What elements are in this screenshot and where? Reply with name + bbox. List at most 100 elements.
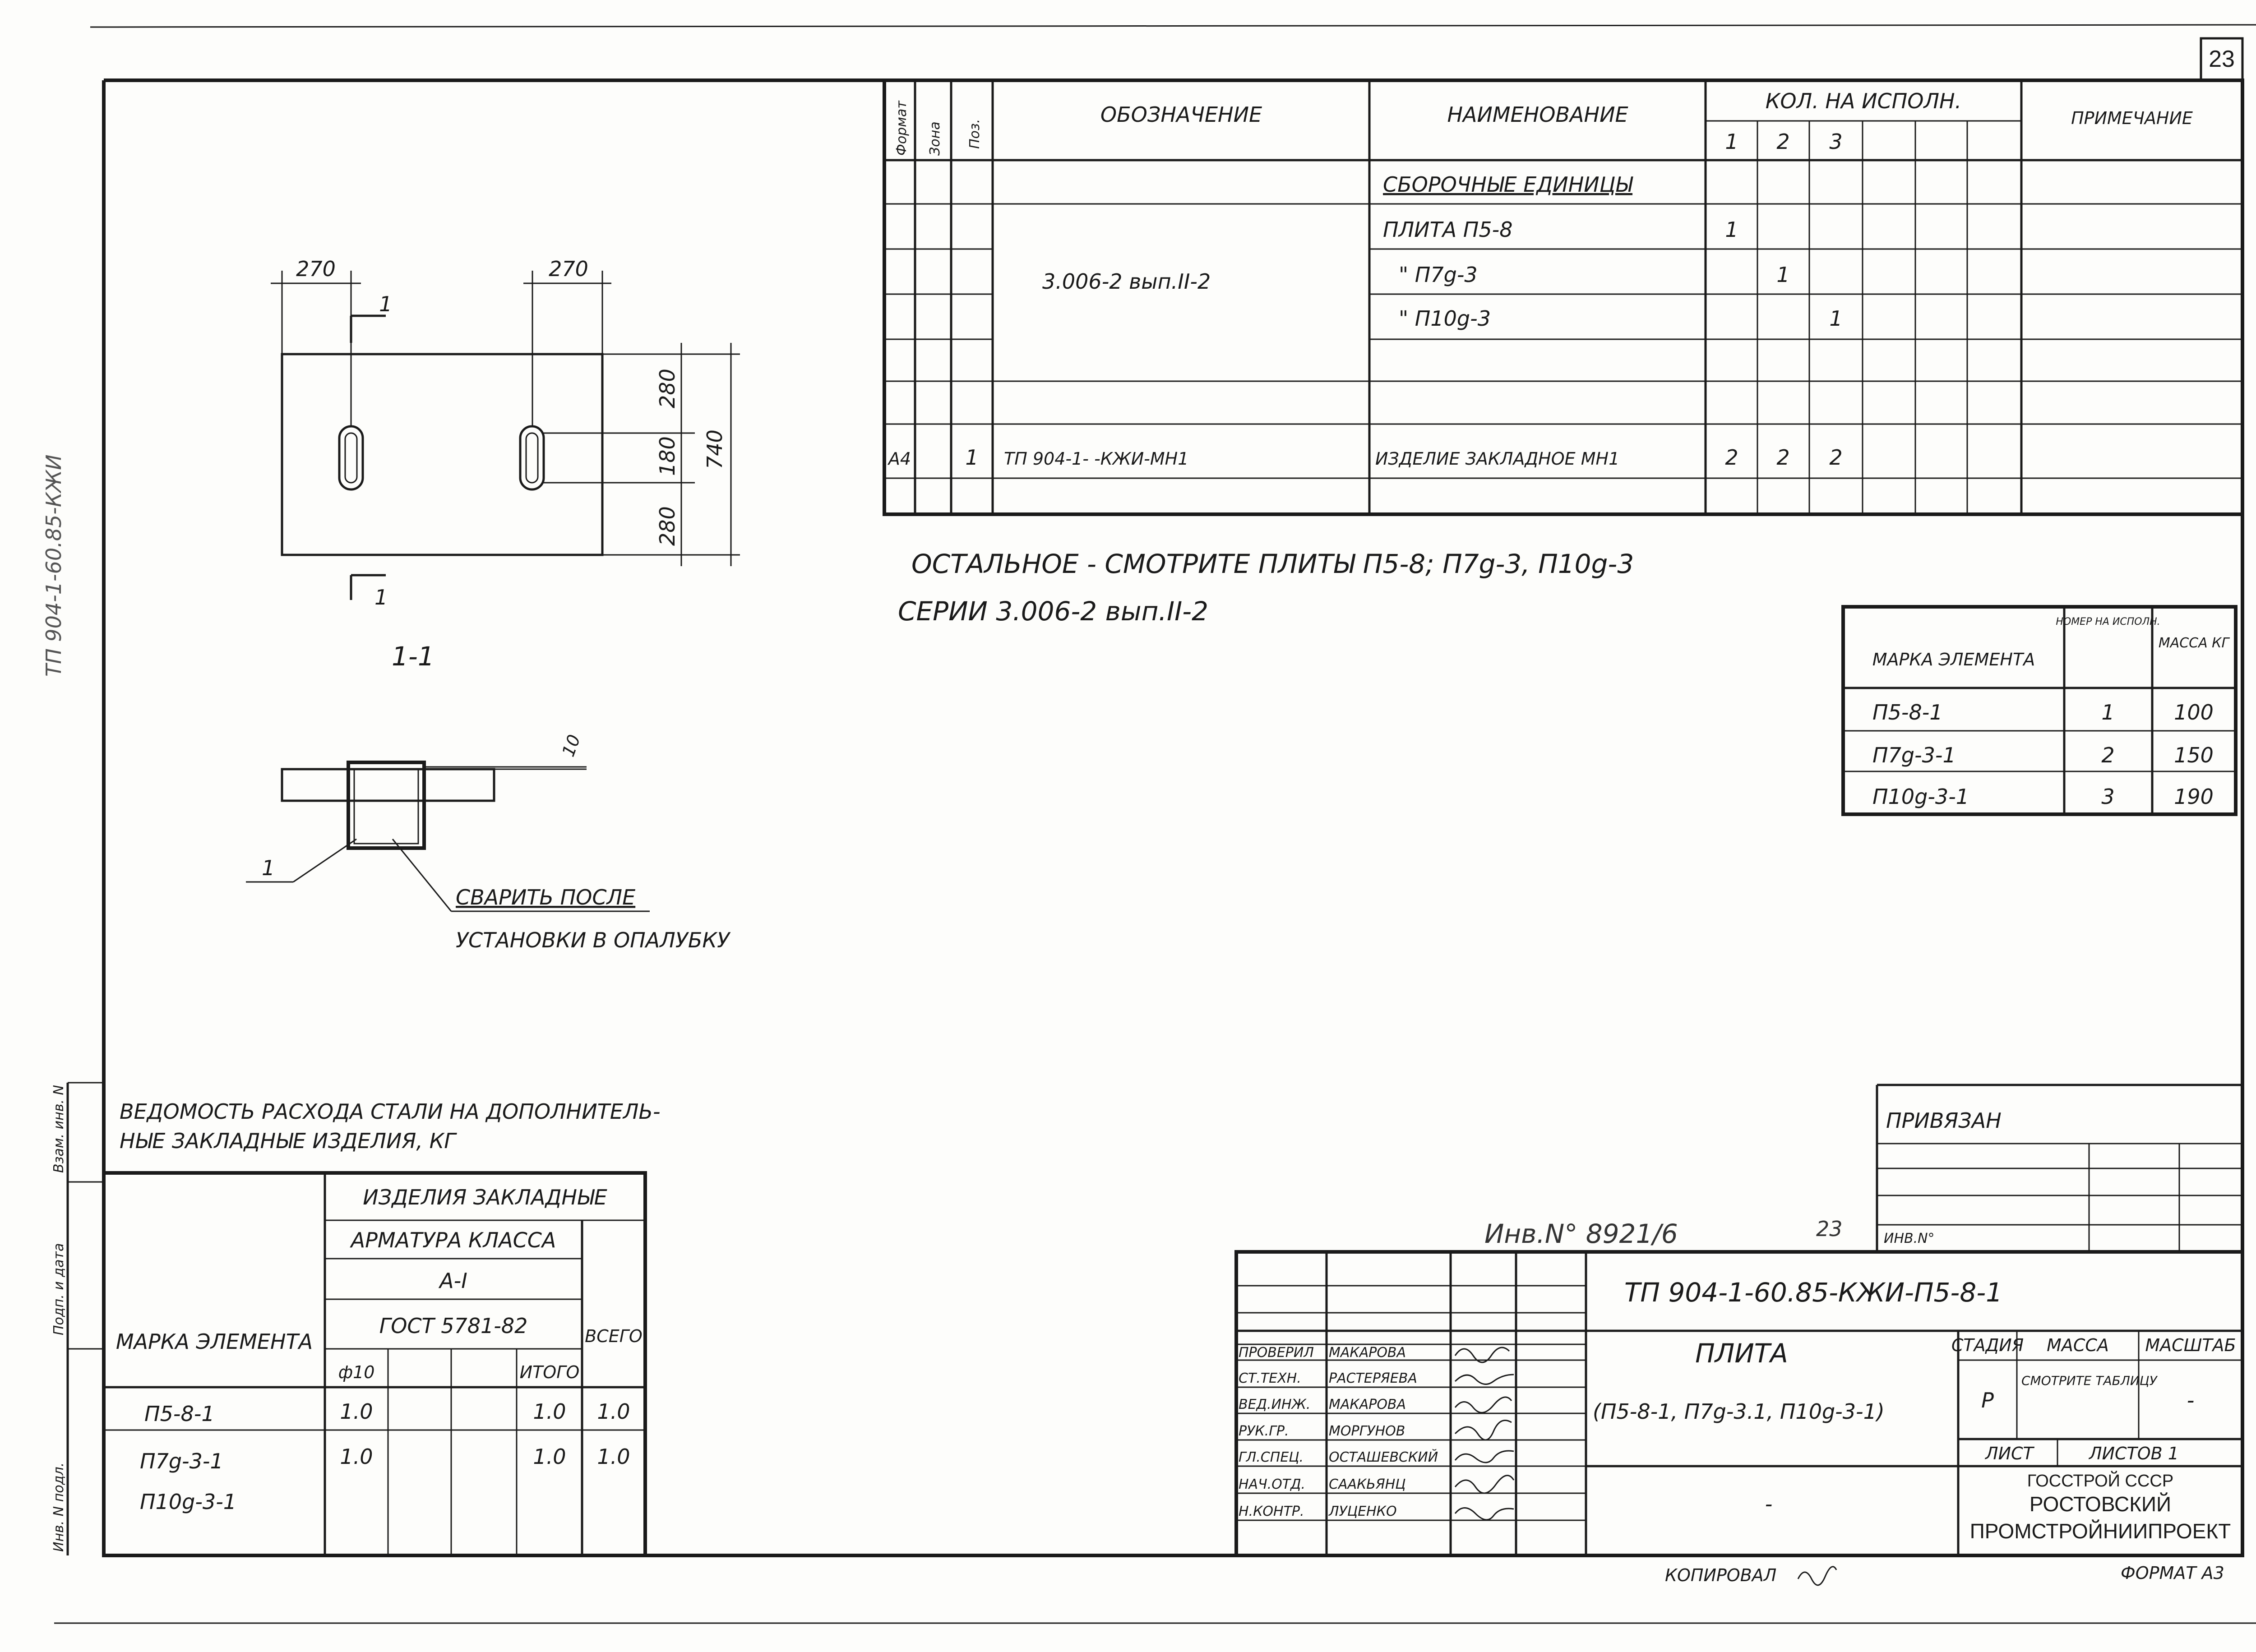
dim-total: 740 [703, 429, 727, 469]
margin-label-replace: Взам. инв. N [51, 1085, 67, 1173]
margin-label-inv: Инв. N подл. [51, 1463, 67, 1552]
note-line-2: СЕРИИ 3.006-2 вып.II-2 [898, 596, 1208, 627]
note-line-1: ОСТАЛЬНОЕ - СМОТРИТЕ ПЛИТЫ П5-8; П7g-3, … [911, 549, 1634, 579]
page-number-box: 23 [2200, 37, 2244, 82]
margin-label-sign: Подп. и дата [51, 1243, 67, 1335]
plate-plan-view: 270 270 1 1 280 180 280 740 1-1 [271, 257, 740, 672]
header-format: Формат [894, 100, 910, 156]
role-6: НАЧ.ОТД. [1239, 1477, 1305, 1492]
spec-row-1-q1: 1 [1725, 217, 1738, 242]
privyazan-label: ПРИВЯЗАН [1886, 1108, 2002, 1133]
doc-code: ТП 904-1-60.85-КЖИ-П5-8-1 [1624, 1277, 2002, 1308]
steel-row-2-mark2: П10g-3-1 [140, 1490, 236, 1514]
header-name: НАИМЕНОВАНИЕ [1447, 102, 1628, 127]
scale-label: МАСШТАБ [2145, 1335, 2236, 1355]
steel-header-gost: ГОСТ 5781-82 [379, 1314, 528, 1338]
steel-row-1-mark: П5-8-1 [144, 1402, 215, 1426]
mark-row-2-variant: 2 [2101, 743, 2114, 767]
leader-1: 1 [262, 856, 275, 880]
dim-top-right: 270 [549, 257, 588, 281]
section-mark-top: 1 [379, 292, 392, 316]
part-designation: ТП 904-1- -КЖИ-МН1 [1004, 449, 1188, 469]
title-dash: - [1765, 1492, 1773, 1516]
person-2: РАСТЕРЯЕВА [1329, 1371, 1417, 1386]
stage-label: СТАДИЯ [1951, 1335, 2024, 1355]
format-label: ФОРМАТ А3 [2121, 1563, 2224, 1583]
spec-row-2-q2: 1 [1776, 263, 1789, 287]
header-qty-3: 3 [1829, 129, 1842, 154]
steel-title-2: НЫЕ ЗАКЛАДНЫЕ ИЗДЕЛИЯ, КГ [120, 1129, 457, 1153]
spec-row-3-q3: 1 [1829, 306, 1842, 331]
weld-note-1: СВАРИТЬ ПОСЛЕ [456, 885, 635, 909]
section-title: СБОРОЧНЫЕ ЕДИНИЦЫ [1383, 172, 1633, 197]
role-3: ВЕД.ИНЖ. [1239, 1397, 1310, 1412]
person-3: МАКАРОВА [1329, 1397, 1406, 1412]
role-7: Н.КОНТР. [1239, 1504, 1304, 1519]
inventory-stamp: Инв.N° 8921/6 23 [1484, 1217, 1843, 1249]
item-name: ПЛИТА [1695, 1338, 1788, 1369]
person-7: ЛУЦЕНКО [1328, 1504, 1397, 1519]
section-view: 10 1 СВАРИТЬ ПОСЛЕ УСТАНОВКИ В ОПАЛУБКУ [246, 732, 731, 952]
mark-row-3-variant: 3 [2101, 784, 2114, 809]
steel-title-1: ВЕДОМОСТЬ РАСХОДА СТАЛИ НА ДОПОЛНИТЕЛЬ- [120, 1099, 661, 1124]
left-margin-labels: Инв. N подл. Подп. и дата Взам. инв. N Т… [42, 455, 67, 1552]
steel-row-1-itogo: 1.0 [533, 1399, 566, 1424]
steel-row-2-mark: П7g-3-1 [140, 1449, 223, 1473]
header-qty-2: 2 [1776, 129, 1789, 154]
person-5: ОСТАШЕВСКИЙ [1329, 1449, 1438, 1465]
stage-value: Р [1981, 1388, 1994, 1412]
part-pos: 1 [965, 445, 978, 470]
inv-stamp-23: 23 [1816, 1217, 1843, 1241]
header-qty-1: 1 [1725, 129, 1738, 154]
header-note: ПРИМЕЧАНИЕ [2071, 108, 2193, 128]
steel-header-subgroup: АРМАТУРА КЛАССА [350, 1228, 556, 1252]
section-mark-bottom: 1 [374, 585, 388, 609]
steel-header-class: А-I [438, 1269, 467, 1293]
mark-row-3-mark: П10g-3-1 [1872, 784, 1969, 809]
mark-row-1-mark: П5-8-1 [1872, 700, 1943, 724]
part-q3: 2 [1829, 445, 1842, 470]
mark-row-1-variant: 1 [2101, 700, 2114, 724]
mark-header-mark: МАРКА ЭЛЕМЕНТА [1872, 650, 2035, 669]
sheets-label: ЛИСТОВ 1 [2088, 1444, 2179, 1463]
spec-table: Формат Зона Поз. ОБОЗНАЧЕНИЕ НАИМЕНОВАНИ… [883, 78, 2244, 516]
steel-row-2-total: 1.0 [597, 1444, 630, 1469]
spec-row-3-name: " П10g-3 [1399, 306, 1491, 331]
page-number: 23 [2209, 46, 2235, 72]
part-q2: 2 [1776, 445, 1789, 470]
steel-row-1-diam: 1.0 [340, 1399, 373, 1424]
margin-doc-code: ТП 904-1-60.85-КЖИ [42, 455, 66, 677]
assembly-designation: 3.006-2 вып.II-2 [1042, 269, 1211, 294]
role-1: ПРОВЕРИЛ [1239, 1345, 1314, 1361]
header-designation: ОБОЗНАЧЕНИЕ [1100, 102, 1262, 127]
org-line-3: ПРОМСТРОЙНИИПРОЕКТ [1970, 1519, 2231, 1543]
role-5: ГЛ.СПЕЦ. [1239, 1449, 1304, 1465]
header-zone: Зона [927, 121, 943, 156]
signatures [1454, 1347, 1515, 1521]
steel-row-2-diam: 1.0 [340, 1444, 373, 1469]
steel-header-itogo: ИТОГО [520, 1362, 580, 1382]
mark-header-variant: НОМЕР НА ИСПОЛН. [2056, 616, 2160, 628]
dim-right-2: 180 [655, 436, 680, 476]
part-format: А4 [887, 449, 911, 469]
org-line-1: ГОССТРОЙ СССР [2027, 1470, 2173, 1490]
mark-row-2-mark: П7g-3-1 [1872, 743, 1956, 767]
spec-row-1-name: ПЛИТА П5-8 [1383, 217, 1513, 242]
privyazan-block: ПРИВЯЗАН ИНВ.N° [1876, 1084, 2242, 1252]
copied-label: КОПИРОВАЛ [1665, 1565, 1776, 1585]
part-name: ИЗДЕЛИЕ ЗАКЛАДНОЕ МН1 [1375, 449, 1619, 469]
weld-size: 10 [558, 732, 584, 759]
steel-row-2-itogo: 1.0 [533, 1444, 566, 1469]
steel-header-mark: МАРКА ЭЛЕМЕНТА [116, 1329, 313, 1354]
steel-row-1-total: 1.0 [597, 1399, 630, 1424]
item-marks: (П5-8-1, П7g-3.1, П10g-3-1) [1593, 1399, 1885, 1424]
steel-header-total: ВСЕГО [585, 1326, 643, 1346]
section-title: 1-1 [392, 641, 435, 672]
sheet-frame [54, 24, 2256, 1624]
title-block: ТП 904-1-60.85-КЖИ-П5-8-1 ПЛИТА (П5-8-1,… [1234, 1250, 2244, 1557]
person-6: СААКЬЯНЦ [1329, 1477, 1406, 1492]
role-4: РУК.ГР. [1239, 1423, 1289, 1439]
dim-right-3: 280 [655, 506, 680, 546]
